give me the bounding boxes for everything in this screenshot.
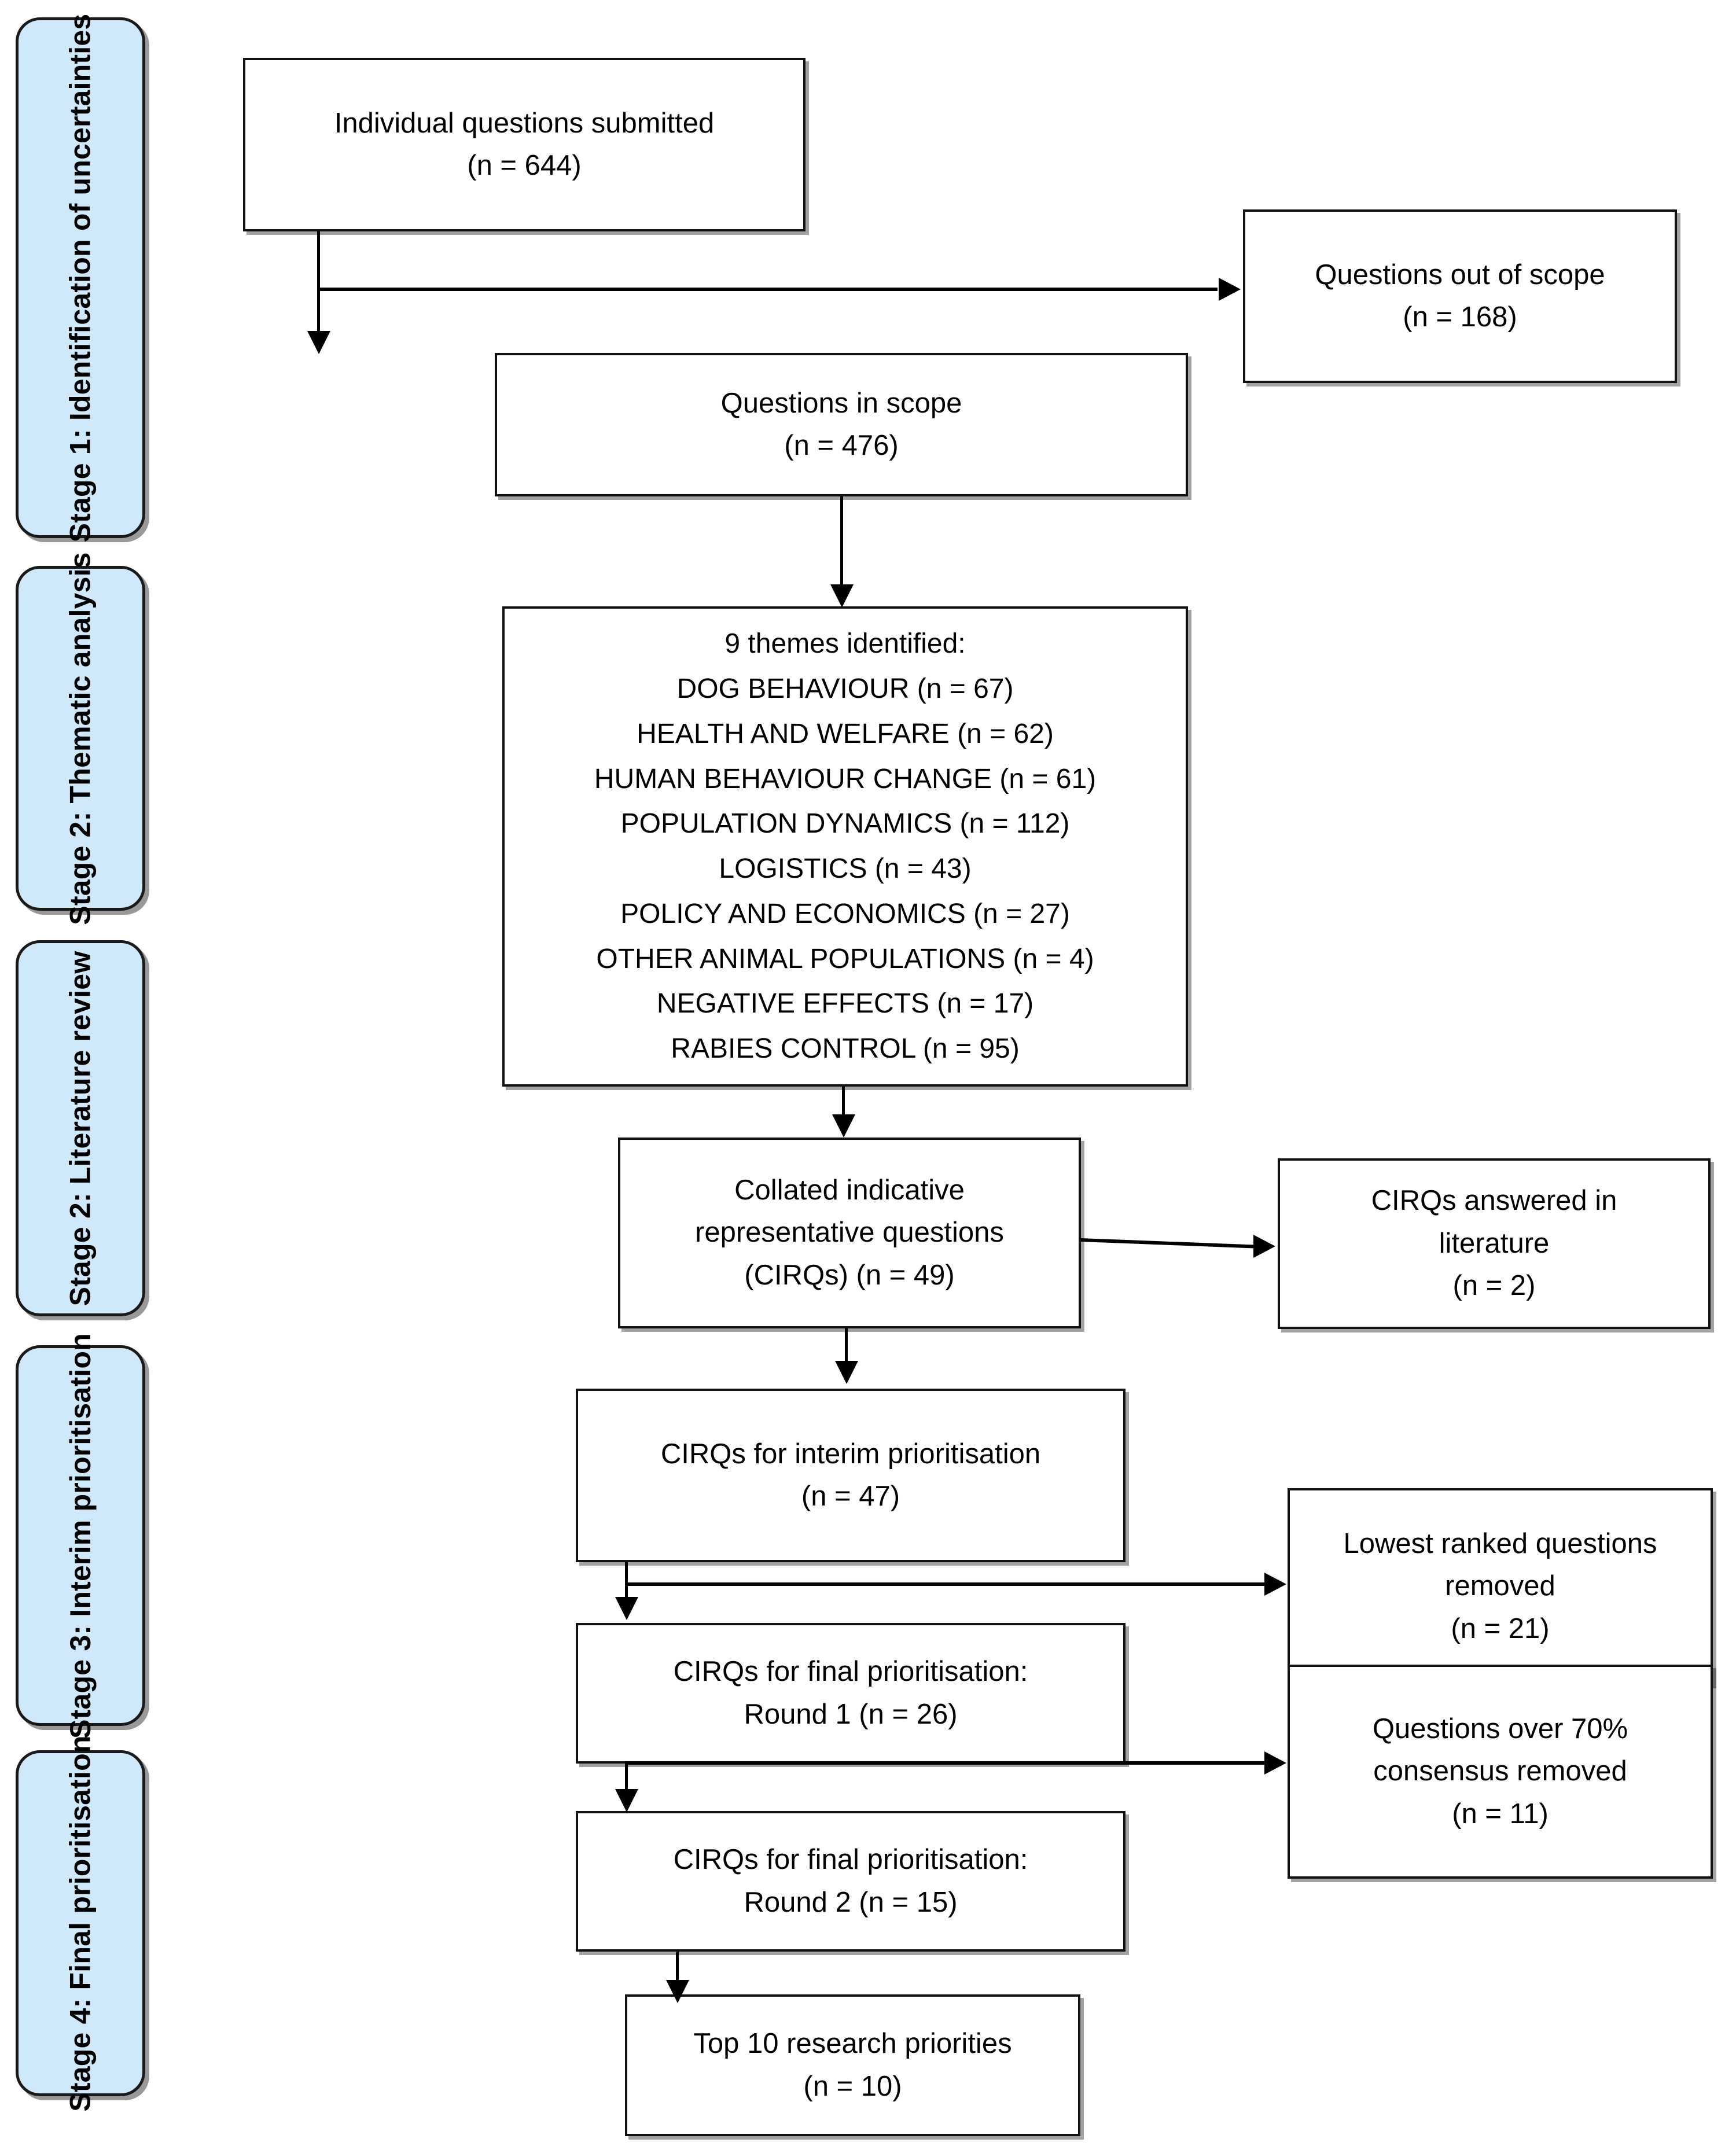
stage-label-2-literature: Stage 2: Literature review [16,940,145,1316]
box-consensus-removed: Questions over 70% consensus removed (n … [1288,1665,1713,1879]
stage-label-1: Stage 1: Identification of uncertainties [16,13,145,542]
connector-cirqs-to-answered [1080,1238,1255,1249]
box-round2-text: CIRQs for final prioritisation: Round 2 … [673,1844,1028,1918]
box-lowest-ranked-removed-text: Lowest ranked questions removed (n = 21) [1343,1527,1657,1644]
box-cirqs-collated-text: Collated indicative representative quest… [695,1174,1004,1291]
box-questions-in-scope: Questions in scope (n = 476) [495,353,1188,496]
box-cirqs-answered-in-literature-text: CIRQs answered in literature (n = 2) [1371,1185,1617,1302]
arrowhead-themes-to-cirqs [832,1114,855,1138]
stage-label-1-text: Stage 1: Identification of uncertainties [64,13,97,542]
box-cirqs-interim-prioritisation-text: CIRQs for interim prioritisation (n = 47… [660,1438,1041,1512]
box-round1-text: CIRQs for final prioritisation: Round 1 … [673,1656,1028,1730]
connector-in-scope-to-themes [840,496,843,589]
connector-round1-to-round2 [625,1764,628,1794]
stage-label-4-text: Stage 4: Final prioritisation [64,1735,97,2112]
connector-cirqs-to-interim [845,1328,848,1365]
box-round1: CIRQs for final prioritisation: Round 1 … [576,1623,1126,1764]
box-top10-priorities: Top 10 research priorities (n = 10) [625,1994,1080,2136]
arrowhead-submitted-to-in-scope [307,331,330,354]
arrowhead-round1-to-round2 [615,1789,638,1812]
box-questions-out-of-scope: Questions out of scope (n = 168) [1243,209,1677,383]
box-cirqs-interim-prioritisation: CIRQs for interim prioritisation (n = 47… [576,1389,1126,1562]
box-cirqs-collated: Collated indicative representative quest… [618,1138,1081,1328]
arrowhead-cirqs-to-answered [1253,1235,1275,1258]
box-questions-submitted: Individual questions submitted (n = 644) [243,58,806,231]
connector-round1-to-consensus-removed [625,1761,1264,1765]
stage-label-4: Stage 4: Final prioritisation [16,1735,145,2111]
box-lowest-ranked-removed: Lowest ranked questions removed (n = 21) [1288,1488,1713,1685]
arrowhead-cirqs-to-interim [835,1361,858,1384]
arrowhead-in-scope-to-themes [830,584,854,608]
box-round2: CIRQs for final prioritisation: Round 2 … [576,1811,1126,1952]
box-themes-identified: 9 themes identified: DOG BEHAVIOUR (n = … [502,606,1188,1087]
connector-round2-to-top10 [676,1952,679,1987]
arrowhead-interim-to-round1 [615,1597,638,1620]
stage-label-2-thematic-text: Stage 2: Thematic analysis [64,551,97,925]
connector-interim-to-lowest-removed [625,1582,1264,1586]
box-questions-submitted-text: Individual questions submitted (n = 644) [334,107,715,182]
arrowhead-submitted-to-out-of-scope [1219,278,1241,301]
stage-label-3-text: Stage 3: Interim prioritisation [64,1332,97,1739]
box-top10-priorities-text: Top 10 research priorities (n = 10) [693,2028,1012,2102]
connector-submitted-to-in-scope [317,231,320,336]
arrowhead-round2-to-top10 [666,1980,689,2003]
connector-submitted-to-out-of-scope [317,288,1218,291]
arrowhead-interim-to-lowest-removed [1264,1573,1286,1596]
stage-label-2-thematic: Stage 2: Thematic analysis [16,552,145,925]
stage-label-3: Stage 3: Interim prioritisation [16,1333,145,1738]
connector-themes-to-cirqs [842,1087,845,1119]
connector-interim-to-round1 [625,1562,628,1602]
box-questions-out-of-scope-text: Questions out of scope (n = 168) [1315,259,1605,333]
box-cirqs-answered-in-literature: CIRQs answered in literature (n = 2) [1278,1158,1711,1329]
stage-label-2-literature-text: Stage 2: Literature review [64,951,97,1306]
arrowhead-round1-to-consensus-removed [1264,1751,1286,1775]
box-themes-identified-text: 9 themes identified: DOG BEHAVIOUR (n = … [594,628,1097,1064]
box-consensus-removed-text: Questions over 70% consensus removed (n … [1372,1713,1628,1830]
box-questions-in-scope-text: Questions in scope (n = 476) [720,387,962,462]
